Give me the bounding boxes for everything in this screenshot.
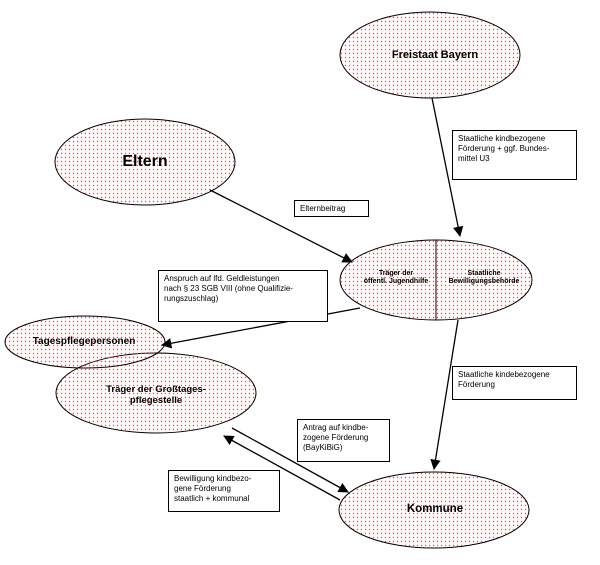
node-freistaat-label: Freistaat Bayern	[391, 49, 479, 61]
arrow-kommune-to-grosstagespflege	[223, 435, 341, 501]
node-bewilligungsbehoerde-label: Staatliche Bewilligungsbehörde	[448, 270, 520, 286]
arrow-freistaat-to-jugendhilfe	[431, 97, 464, 238]
box-bewilligung: Bewilligung kindbezo- gene Förderung sta…	[168, 470, 280, 512]
node-jugendhilfe-label: Träger der öffentl. Jugendhilfe	[363, 270, 429, 286]
node-tagespflegepersonen-label: Tagespflegepersonen	[32, 336, 136, 347]
box-antrag: Antrag auf kindbe- zogene Förderung (Bay…	[297, 419, 390, 462]
arrow-eltern-to-jugendhilfe	[209, 189, 353, 263]
arrow-bewilligung-to-kommune	[430, 319, 459, 471]
eltern-ellipse	[54, 118, 236, 206]
box-staatliche-foerderung: Staatliche kindbezogene Förderung + ggf.…	[452, 130, 577, 180]
node-grosstagespflege-label: Träger der Großtages- pflegestelle	[106, 384, 206, 407]
node-kommune-label: Kommune	[406, 503, 464, 515]
box-elternbeitrag: Elternbeitrag	[294, 200, 369, 217]
kommune-ellipse	[338, 471, 530, 549]
box-kindebezogene: Staatliche kindebezogene Förderung	[452, 366, 577, 400]
arrow-grosstagespflege-to-kommune	[231, 427, 349, 493]
node-eltern-label: Eltern	[122, 153, 168, 170]
box-anspruch: Anspruch auf lfd. Geldleistungen nach § …	[158, 270, 328, 322]
freistaat-ellipse	[339, 11, 521, 99]
